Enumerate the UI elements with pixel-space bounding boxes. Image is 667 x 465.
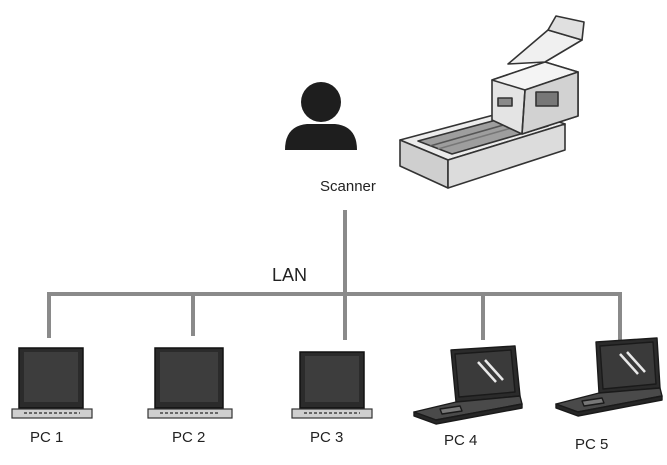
lan-label: LAN bbox=[272, 265, 307, 285]
network-lines bbox=[47, 210, 622, 340]
pc-1-label: PC 1 bbox=[30, 429, 63, 446]
pc-4-laptop-icon bbox=[413, 345, 523, 425]
scanner-label: Scanner bbox=[320, 178, 376, 195]
pc-5-label: PC 5 bbox=[575, 436, 608, 453]
pc-3-laptop-icon bbox=[291, 351, 373, 419]
pc-3-label: PC 3 bbox=[310, 429, 343, 446]
pc-4-label: PC 4 bbox=[444, 432, 477, 449]
pc-1-laptop-icon bbox=[11, 347, 93, 419]
pc-5-laptop-icon bbox=[555, 337, 663, 417]
pc-2-laptop-icon bbox=[147, 347, 233, 419]
pc-2-label: PC 2 bbox=[172, 429, 205, 446]
user-icon bbox=[285, 82, 357, 150]
scanner-icon bbox=[399, 15, 585, 189]
